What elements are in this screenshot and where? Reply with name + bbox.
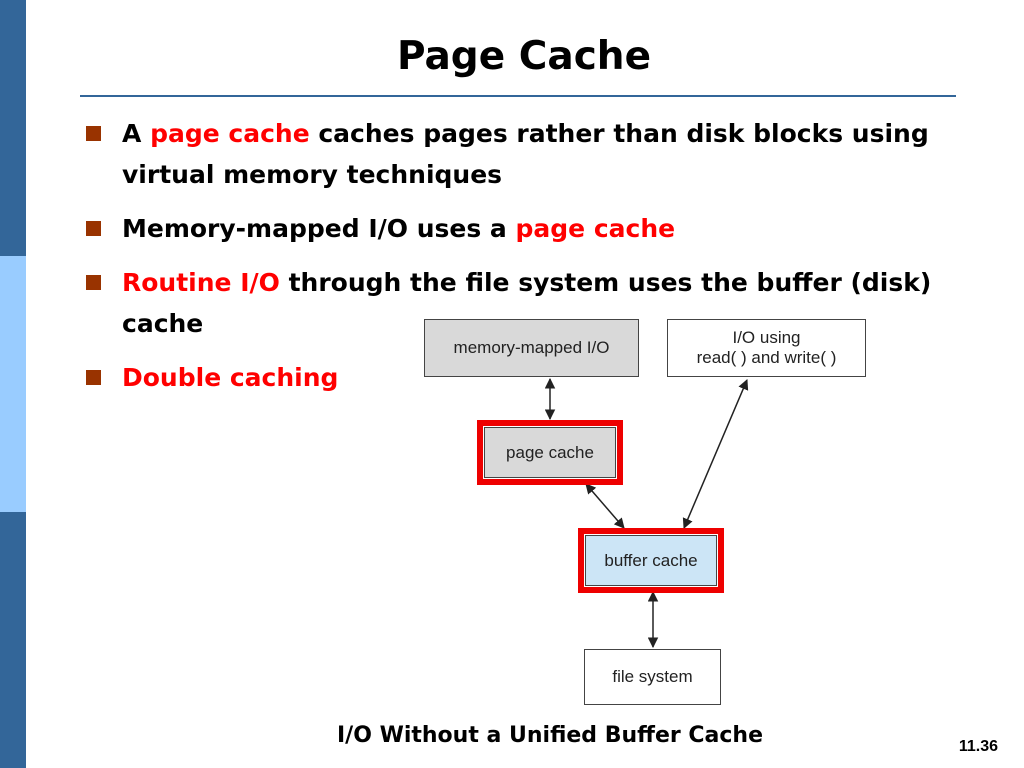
read-write-io-label-line2: read( ) and write( )	[696, 348, 837, 367]
bullet-list: A page cache caches pages rather than di…	[86, 113, 966, 411]
io-diagram: memory-mapped I/O I/O using read( ) and …	[420, 316, 870, 708]
side-bar-middle	[0, 256, 26, 512]
file-system-box: file system	[584, 649, 721, 705]
arrow-io-buffer-cache	[682, 379, 749, 529]
buffer-cache-label: buffer cache	[604, 550, 698, 570]
buffer-cache-box: buffer cache	[585, 535, 717, 586]
bullet-text: Routine I/O through the file system uses…	[122, 268, 931, 338]
memory-mapped-io-label: memory-mapped I/O	[453, 338, 610, 357]
bullet-item: A page cache caches pages rather than di…	[86, 113, 966, 195]
bullet-item: Double caching	[86, 357, 966, 398]
bullet-square-icon	[86, 370, 101, 385]
bullet-highlight: Routine I/O	[122, 268, 280, 297]
bullet-highlight: Double caching	[122, 363, 339, 392]
bullet-segment: A	[122, 119, 151, 148]
slide-title: Page Cache	[396, 34, 652, 79]
bullet-text: Double caching	[122, 363, 338, 392]
arrow-page-cache-buffer-cache	[585, 483, 625, 529]
bullet-item: Routine I/O through the file system uses…	[86, 262, 966, 344]
diagram-caption: I/O Without a Unified Buffer Cache	[336, 723, 764, 748]
bullet-segment: Memory-mapped I/O uses a	[122, 214, 516, 243]
read-write-io-label-line1: I/O using	[732, 328, 801, 347]
side-bar-top	[0, 0, 26, 256]
diagram-arrows	[544, 377, 749, 649]
bullet-item: Memory-mapped I/O uses a page cache	[86, 208, 966, 249]
file-system-label: file system	[612, 667, 693, 686]
buffer-cache-highlight	[578, 528, 724, 593]
side-bar-bottom	[0, 512, 26, 768]
bullet-highlight: page cache	[515, 214, 676, 243]
read-write-io-box: I/O using read( ) and write( )	[667, 319, 866, 377]
page-cache-box: page cache	[484, 427, 616, 478]
memory-mapped-io-box: memory-mapped I/O	[424, 319, 639, 377]
bullet-square-icon	[86, 126, 101, 141]
slide-number: 11.36	[958, 738, 998, 755]
bullet-square-icon	[86, 221, 101, 236]
bullet-text: A page cache caches pages rather than di…	[122, 119, 929, 189]
bullet-square-icon	[86, 275, 101, 290]
page-cache-label: page cache	[506, 442, 594, 462]
title-rule	[80, 95, 956, 97]
page-cache-highlight	[477, 420, 623, 485]
bullet-text: Memory-mapped I/O uses a page cache	[122, 214, 675, 243]
bullet-segment: through the file system uses the buffer …	[122, 268, 932, 338]
bullet-highlight: page cache	[150, 119, 310, 148]
bullet-segment: caches pages rather than disk blocks usi…	[122, 119, 929, 189]
